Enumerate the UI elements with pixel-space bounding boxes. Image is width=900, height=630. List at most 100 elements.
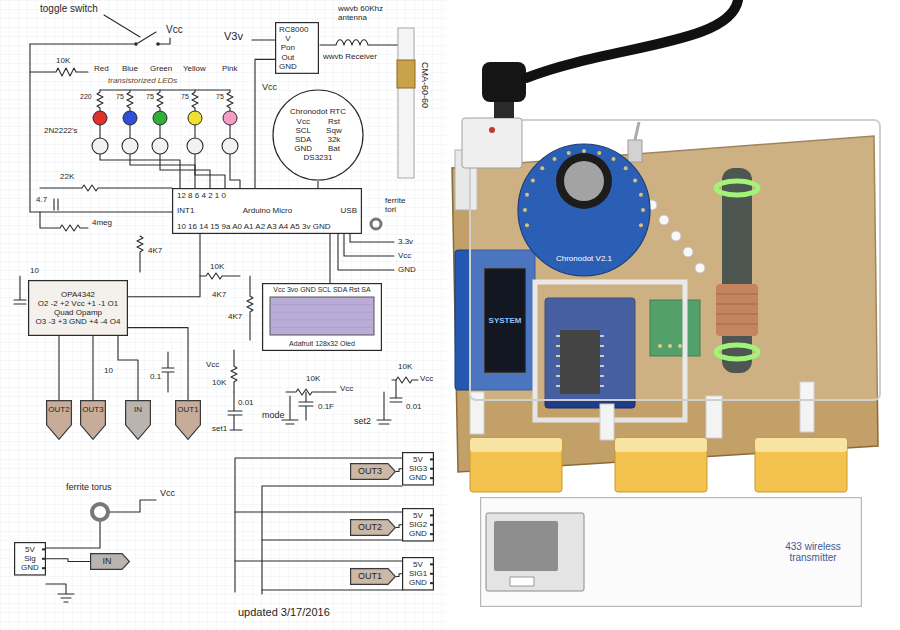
schematic-label: 10K bbox=[212, 378, 226, 387]
transistor-symbol bbox=[92, 138, 238, 154]
schematic-wire bbox=[30, 43, 136, 44]
schematic-label: Vcc bbox=[206, 360, 219, 369]
schematic-label: Blue bbox=[122, 64, 138, 73]
schematic-wire bbox=[299, 392, 313, 420]
wire bbox=[118, 336, 138, 400]
wire bbox=[255, 59, 275, 188]
schematic-wire bbox=[158, 38, 170, 44]
led-symbol bbox=[153, 111, 167, 125]
schematic-label: CMA-60-60 bbox=[420, 62, 430, 108]
part-label: OUT2 bbox=[48, 405, 69, 414]
ferrite-torus bbox=[92, 219, 381, 520]
schematic-label: Green bbox=[150, 64, 172, 73]
input-tab: IN bbox=[90, 553, 130, 570]
device-photo bbox=[470, 438, 562, 492]
output-tab: OUT1 bbox=[350, 568, 396, 585]
schematic-label: 4K7 bbox=[212, 290, 226, 299]
wire bbox=[128, 328, 188, 400]
part-label: 5V SIG1 GND bbox=[409, 560, 427, 588]
receiver-module: RC8000V Pon Out GND bbox=[275, 22, 319, 74]
schematic-wire bbox=[192, 90, 198, 111]
schematic-wire bbox=[235, 561, 402, 590]
wire bbox=[58, 336, 59, 400]
wire bbox=[396, 574, 402, 577]
schematic-label: 75 bbox=[146, 93, 154, 101]
schematic-wire bbox=[40, 185, 172, 191]
schematic-label: Red bbox=[94, 64, 109, 73]
switch-contact bbox=[134, 42, 160, 46]
oled-screen-photo: SYSTEM bbox=[484, 268, 526, 373]
schematic-wire bbox=[54, 199, 58, 210]
device-photo bbox=[615, 438, 707, 492]
schematic-wire bbox=[40, 212, 88, 231]
schematic-wire bbox=[30, 68, 88, 76]
schematic-label: set2 bbox=[354, 416, 371, 426]
part-label: O3 -3 +3 GND +4 -4 O4 bbox=[36, 317, 121, 326]
schematic-wire bbox=[377, 392, 391, 424]
output-tab: OUT2 bbox=[46, 400, 72, 440]
grid-paper bbox=[0, 0, 446, 630]
schematic-label: 75 bbox=[116, 93, 124, 101]
output-tab: OUT3 bbox=[350, 463, 396, 480]
transistor-symbol bbox=[122, 138, 138, 154]
antenna-rod bbox=[397, 28, 415, 178]
part-label: Rst Sqw 32k Bat bbox=[326, 117, 342, 154]
part-label: OUT1 bbox=[358, 571, 382, 581]
schematic-label: V3v bbox=[224, 30, 243, 43]
schematic-label: GND bbox=[398, 265, 416, 274]
device-photo bbox=[755, 438, 847, 452]
schematic-label: Vcc bbox=[340, 384, 353, 393]
transistor-symbol bbox=[222, 138, 238, 154]
input-tab: IN bbox=[125, 400, 151, 440]
node-outline bbox=[272, 89, 364, 181]
schematic-wire bbox=[286, 389, 336, 395]
schematic-label: ferrite tori bbox=[385, 196, 405, 214]
schematic-wire bbox=[14, 276, 26, 304]
schematic-label: 0.1 bbox=[150, 372, 161, 381]
schematic-label: ferrite torus bbox=[66, 482, 112, 492]
schematic-wire bbox=[235, 458, 402, 592]
device-photo bbox=[494, 100, 514, 118]
ferrite-torus bbox=[371, 219, 381, 229]
schematic-wire bbox=[14, 15, 418, 602]
part-label: OUT1 bbox=[177, 405, 198, 414]
schematic-label: 4K7 bbox=[228, 312, 242, 321]
schematic-wire bbox=[320, 40, 398, 45]
part-label: Chronodot V2.1 bbox=[556, 254, 612, 263]
device-photo bbox=[526, 0, 738, 78]
part-label: Vcc SCL SDA GND bbox=[294, 117, 312, 154]
part-label: USB bbox=[341, 206, 357, 215]
schematic-label: 220 bbox=[80, 93, 92, 101]
schematic-wire bbox=[230, 154, 240, 188]
part-label: OUT2 bbox=[358, 522, 382, 532]
schematic-label: 4meg bbox=[92, 218, 112, 227]
part-label: INT1 bbox=[177, 206, 194, 215]
antenna-rod bbox=[397, 60, 415, 88]
microcontroller-box: 12 8 6 4 2 1 0INT1Arduino MicroUSB10 16 … bbox=[172, 188, 362, 234]
device-photo bbox=[452, 0, 880, 492]
led-symbol bbox=[93, 111, 237, 125]
schematic-wire bbox=[228, 392, 242, 430]
device-photo bbox=[462, 118, 522, 168]
led-symbol bbox=[93, 111, 107, 125]
schematic-label: 0.1F bbox=[318, 402, 334, 411]
schematic-label: 3.3v bbox=[398, 237, 413, 246]
pin-header: 5V Sig GND bbox=[14, 542, 46, 576]
led-symbol bbox=[223, 111, 237, 125]
schematic-label: 4K7 bbox=[148, 246, 162, 255]
schematic-wire bbox=[46, 522, 100, 548]
schematic-wire bbox=[231, 350, 237, 392]
pin-header: 5V SIG1 GND bbox=[402, 557, 434, 591]
schematic-wire bbox=[390, 380, 402, 402]
schematic-wire bbox=[30, 44, 172, 212]
schematic-label: 10K bbox=[210, 262, 224, 271]
wire bbox=[396, 525, 402, 528]
schematic-wire bbox=[130, 154, 195, 188]
schematic-label: Vcc bbox=[420, 374, 433, 383]
led-symbol bbox=[188, 111, 202, 125]
schematic-label: Pink bbox=[222, 64, 238, 73]
schematic-label: Vcc bbox=[398, 251, 411, 260]
part-label: Chronodot RTC bbox=[290, 107, 346, 116]
part-label: Arduino Micro bbox=[243, 206, 292, 215]
schematic-wire bbox=[195, 154, 225, 188]
